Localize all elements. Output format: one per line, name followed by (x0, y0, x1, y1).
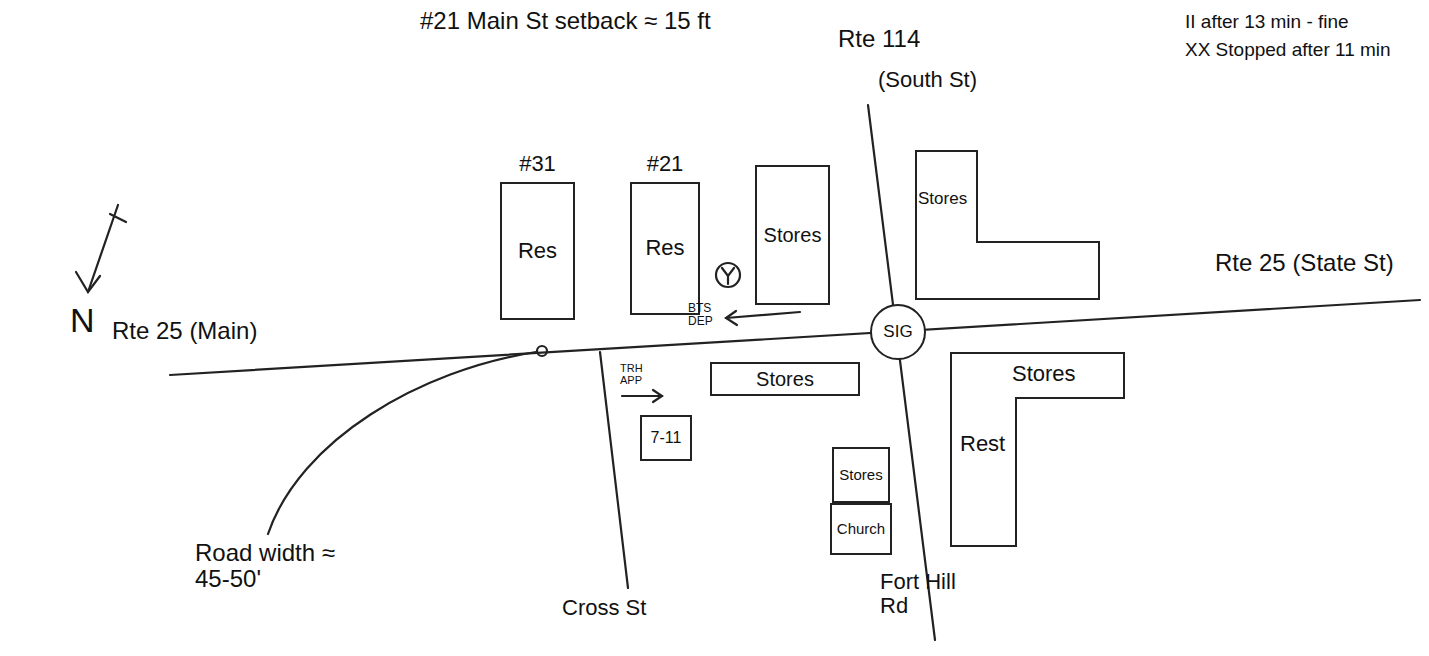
direction-arrow-head (653, 390, 662, 402)
building-label: Stores (756, 368, 814, 390)
leader-line (268, 352, 536, 534)
address-number: #21 (632, 152, 698, 176)
building-box: 7-11 (640, 415, 692, 461)
direction-arrow (622, 395, 662, 397)
map-label: Fort Hill Rd (880, 570, 960, 618)
map-label: Cross St (562, 596, 646, 620)
map-label: Rte 114 (838, 26, 920, 52)
address-number: #31 (502, 152, 573, 176)
map-label: #21 Main St setback ≈ 15 ft (420, 8, 711, 34)
building-box: Stores (832, 447, 890, 503)
direction-arrow-head (726, 311, 737, 325)
building-outline: Stores (915, 150, 1100, 300)
building-label: SIG (883, 323, 912, 342)
building-box: #21Res (630, 182, 700, 315)
building-label: Stores (918, 190, 967, 209)
building-box: Stores (755, 165, 830, 305)
side-street-line (600, 352, 628, 588)
map-label: II after 13 min - fine (1185, 12, 1349, 33)
building-outline: StoresRest (950, 352, 1125, 547)
building-label: Res (645, 236, 684, 260)
building-box: Church (830, 503, 892, 555)
north-arrow-head (76, 272, 100, 292)
site-symbol (716, 263, 740, 287)
site-symbol-mark (722, 268, 734, 284)
leader-dot (537, 346, 547, 356)
map-label: Rte 25 (Main) (112, 318, 257, 344)
building-label: Church (837, 521, 885, 538)
building-label: Rest (960, 432, 1005, 456)
map-label: N (70, 302, 95, 339)
map-label: XX Stopped after 11 min (1185, 40, 1391, 61)
north-arrow-tick (110, 214, 126, 222)
l-shape-outline (915, 150, 1100, 300)
building-label: Res (518, 239, 557, 263)
map-label: Rte 25 (State St) (1215, 250, 1394, 276)
building-box: #31Res (500, 182, 575, 320)
map-label: TRH APP (620, 362, 652, 386)
map-label: (South St) (878, 68, 977, 92)
l-shape-path (916, 151, 1099, 299)
building-label: Stores (1012, 362, 1076, 386)
building-label: Stores (764, 224, 822, 246)
building-box: Stores (710, 362, 860, 396)
direction-arrow (726, 312, 800, 318)
map-label: Road width ≈ 45-50' (195, 540, 345, 593)
map-label: BTS DEP (688, 302, 720, 328)
signal-circle: SIG (870, 304, 926, 360)
l-shape-path (951, 353, 1124, 546)
building-label: Stores (839, 467, 882, 484)
north-arrow-shaft (88, 205, 118, 292)
building-label: 7-11 (651, 429, 682, 447)
